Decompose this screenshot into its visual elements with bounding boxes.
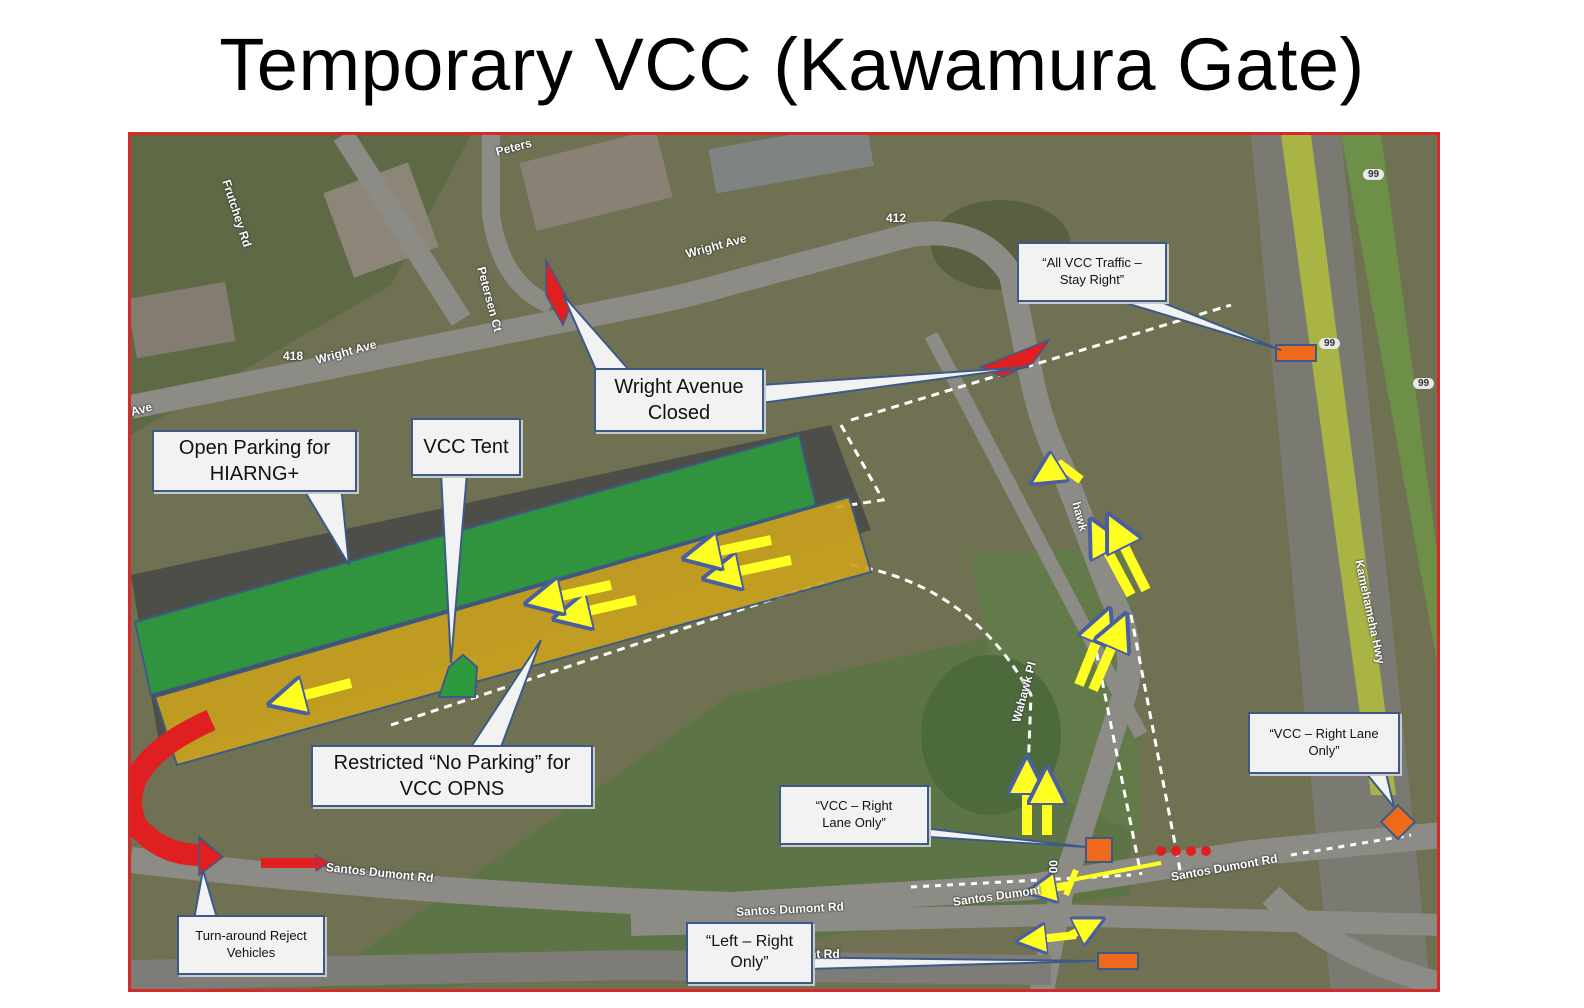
sign-right-lane-east [1379,803,1417,841]
callout-vcc-tent: VCC Tent [411,418,521,476]
sign-left-right [1097,952,1139,970]
open-parking-zone[interactable] [133,433,818,697]
barrier-wahawk-b [1129,614,1183,876]
building-4 [708,135,874,194]
callout-stay-right-text: “All VCC Traffic – Stay Right” [1042,255,1142,287]
page-title: Temporary VCC (Kawamura Gate) [219,23,1365,106]
highway-verge [1341,135,1437,663]
callout-wright-closed: Wright Avenue Closed [594,368,764,432]
petersen-road [482,135,555,314]
turnaround-arrow-body [131,709,216,866]
callout-stay-right: “All VCC Traffic – Stay Right” [1017,242,1167,302]
callout-right-lane-east-text: “VCC – Right Lane Only” [1269,726,1379,758]
building-2 [519,135,673,231]
callout-vcc-tent-text: VCC Tent [423,436,509,458]
callout-right-lane-east: “VCC – Right Lane Only” [1248,712,1400,774]
callout-restricted-text: Restricted “No Parking” for VCC OPNS [333,752,571,800]
road-number-418: 418 [283,349,304,363]
callout-left-right-text: “Left – Right Only” [705,933,794,971]
barrier-santos-east [1290,833,1412,857]
hwy-shield-99-a: 99 [1363,169,1385,180]
closure-marker-wright [979,338,1052,378]
barrier-curve [850,563,1033,826]
road-number-412: 412 [886,211,907,225]
hwy-shield-99-b: 99 [1319,338,1341,349]
red-dots [1156,846,1211,856]
callout-open-parking: Open Parking for HIARNG+ [152,430,357,492]
reject-arrow-head [315,854,330,872]
building-3 [131,281,236,359]
hwy-shield-99-c: 99 [1413,378,1435,389]
barrier-north [850,303,1232,422]
vcc-tent-marker [437,653,479,698]
turnaround-arrow-head [198,835,225,877]
callout-wright-closed-text: Wright Avenue Closed [614,376,744,424]
callout-turnaround: Turn-around Reject Vehicles [177,915,325,975]
callout-left-right: “Left – Right Only” [686,922,813,984]
callout-turnaround-text: Turn-around Reject Vehicles [195,928,307,960]
road-number-00: 00 [1046,860,1060,874]
closure-marker-petersen [545,257,572,327]
callout-pointers [191,294,1395,972]
lot-arrows [286,540,793,700]
route-arrows [1027,465,1162,940]
callout-restricted: Restricted “No Parking” for VCC OPNS [311,745,593,807]
santos-dumont-road [131,822,1437,919]
sign-right-lane-center [1085,837,1113,863]
callout-open-parking-text: Open Parking for HIARNG+ [178,437,331,485]
barrier-lot-south [390,578,832,727]
east-ramp [1262,886,1437,989]
aerial-map[interactable]: Peters Frutchey Rd Petersen Ct Wright Av… [128,132,1440,992]
callout-right-lane-center: “VCC – Right Lane Only” [779,785,929,845]
sign-stay-right [1275,344,1317,362]
highway-median [1281,135,1396,795]
grass-oval [921,655,1061,815]
frutchey-road [333,135,471,326]
callout-right-lane-center-text: “VCC – Right Lane Only” [815,798,893,830]
